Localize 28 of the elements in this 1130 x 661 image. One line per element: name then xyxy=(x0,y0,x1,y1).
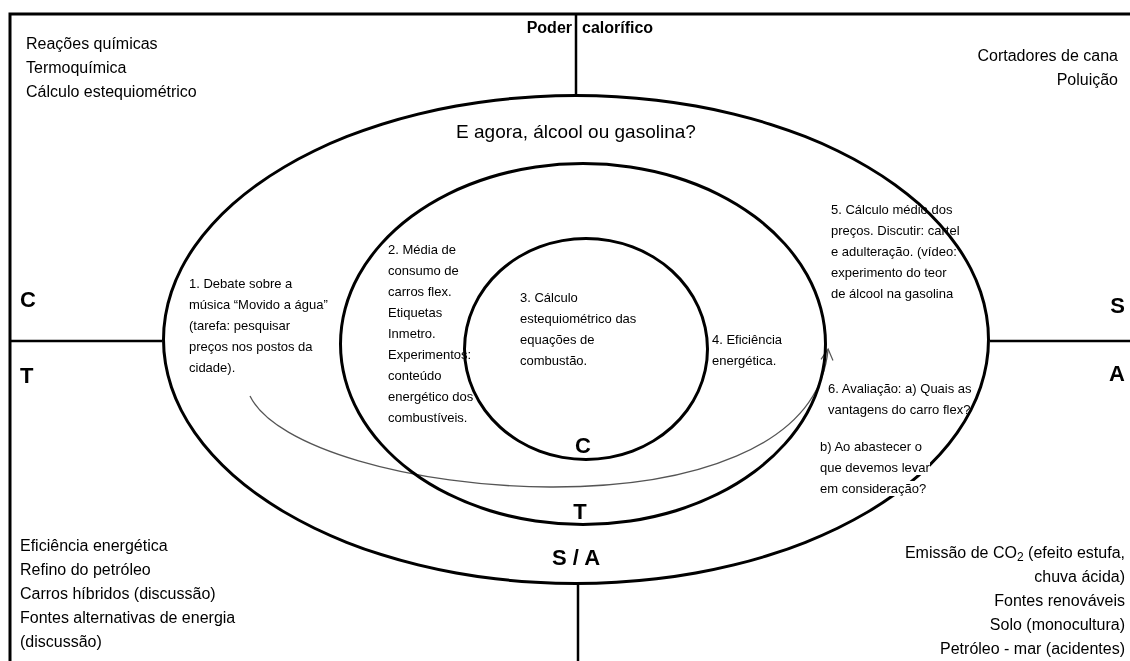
quadrant-letter: C xyxy=(20,288,37,312)
topic-text: Fontes alternativas de energia (discussão) xyxy=(20,608,237,652)
quadrant-letter: A xyxy=(1108,362,1125,386)
ring-letter: T xyxy=(572,500,588,524)
activity-text: 6. Avaliação: a) Quais as vantagens do carro flex? xyxy=(828,380,973,419)
topic-text: Cortadores de cana xyxy=(976,46,1118,66)
activity-text: 4. Eficiência energética. xyxy=(712,331,784,370)
topic-text: Carros híbridos (discussão) xyxy=(20,584,217,604)
axis-title: Poder xyxy=(525,18,572,38)
curved-arrow xyxy=(249,348,832,488)
activity-text: 1. Debate sobre a música “Movido a água” (tarefa: pesquisar preços nos postos da cidade). xyxy=(189,275,329,377)
topic-text: Termoquímica xyxy=(26,58,128,78)
topic-text: Solo (monocultura) xyxy=(988,615,1125,635)
topic-text: Petróleo - mar (acidentes) xyxy=(939,639,1125,659)
ring-letter: S / A xyxy=(550,546,602,570)
topic-text: Refino do petróleo xyxy=(20,560,152,580)
topic-text: Poluição xyxy=(1055,70,1118,90)
topic-text: Emissão de CO$_{2}$ (efeito estufa, chuva ácida) xyxy=(903,543,1125,587)
quadrant-letter: T xyxy=(20,364,35,388)
topic-text: Eficiência energética xyxy=(20,536,169,556)
topic-text: Reações químicas xyxy=(26,34,159,54)
quadrant-letter: S xyxy=(1109,294,1125,318)
axis-title: calorífico xyxy=(582,18,655,38)
topic-text: Fontes renováveis xyxy=(993,591,1125,611)
ring-letter: C xyxy=(574,434,592,458)
topic-text: Cálculo estequiométrico xyxy=(26,82,198,102)
central-question: E agora, álcool ou gasolina? xyxy=(455,120,697,144)
activity-text: 3. Cálculo estequiométrico das equações de combustão. xyxy=(520,289,638,370)
